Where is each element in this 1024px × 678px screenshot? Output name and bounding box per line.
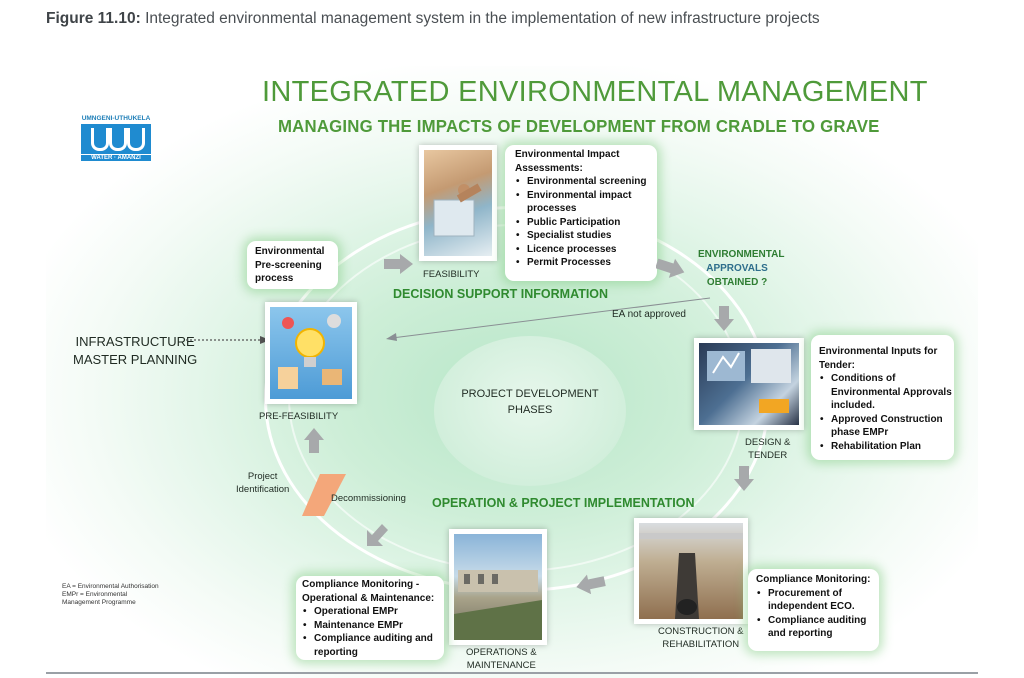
decommissioning-label: Decommissioning (331, 493, 406, 504)
umngeni-uthukela-logo: UMNGENI-UTHUKELA WATER · AMANZI (81, 115, 151, 161)
operations-photo (449, 529, 547, 645)
arrow-up-prefeasibility (304, 428, 324, 453)
arrow-to-operations (576, 574, 606, 594)
ea-not-approved-arrow (386, 297, 711, 341)
operations-compliance-text: Compliance Monitoring -Operational & Mai… (302, 578, 434, 659)
construction-label: CONSTRUCTION &REHABILITATION (658, 626, 744, 650)
arrow-to-decommissioning (367, 524, 388, 546)
diagram-title: INTEGRATED ENVIRONMENTAL MANAGEMENT (262, 76, 928, 108)
operation-implementation-heading: OPERATION & PROJECT IMPLEMENTATION (432, 496, 695, 510)
arrow-down-approvals (714, 306, 734, 331)
diagram-subtitle: MANAGING THE IMPACTS OF DEVELOPMENT FROM… (278, 116, 880, 136)
center-ellipse (434, 336, 626, 486)
design-tender-photo (694, 338, 804, 430)
construction-compliance-text: Compliance Monitoring: Procurement of in… (756, 573, 870, 641)
ea-not-approved-label: EA not approved (612, 309, 686, 320)
arrow-to-feasibility (384, 254, 413, 274)
feasibility-photo (419, 145, 497, 261)
decommissioning-marker (302, 474, 346, 516)
bottom-rule (46, 672, 978, 674)
design-tender-label: DESIGN &TENDER (745, 437, 791, 461)
prefeasibility-label: PRE-FEASIBILITY (259, 411, 339, 422)
arrow-to-approvals (656, 258, 685, 278)
construction-compliance-box (748, 569, 879, 651)
diagram-canvas: INTEGRATED ENVIRONMENTAL MANAGEMENT MANA… (46, 66, 978, 678)
arrow-down-design (734, 466, 754, 491)
prescreening-box (247, 241, 338, 289)
figure-caption: Figure 11.10: Integrated environmental m… (46, 10, 820, 27)
operations-label: OPERATIONS &MAINTENANCE (466, 647, 537, 671)
feasibility-label: FEASIBILITY (423, 269, 480, 280)
dotted-arrow (186, 336, 270, 344)
construction-photo (634, 518, 748, 624)
prefeasibility-image (265, 302, 357, 404)
decision-support-heading: DECISION SUPPORT INFORMATION (393, 287, 609, 301)
